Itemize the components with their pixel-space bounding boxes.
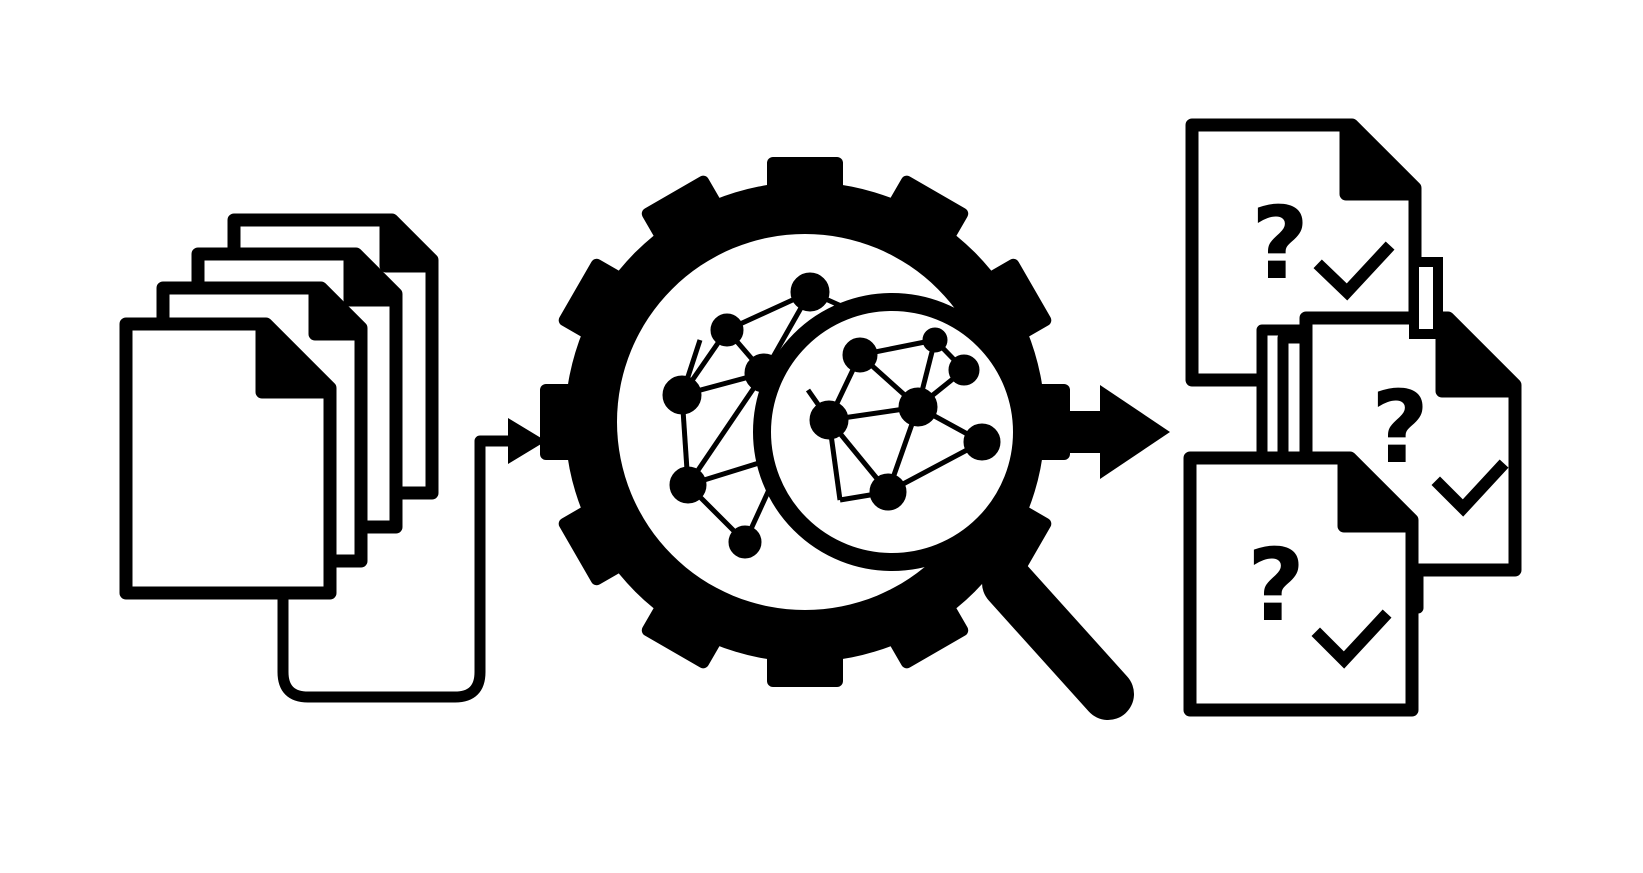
question-mark-icon: ? [1251,185,1309,302]
document-edge [1409,257,1443,339]
lens-network-icon [805,327,1001,511]
checkmark-icon [1431,459,1509,517]
gear-brain-magnifier-icon [540,157,1134,720]
arrow-head-icon [508,418,546,464]
checkmark-icon [1311,609,1392,669]
question-mark-icon: ? [1247,527,1305,644]
question-document: ? [1183,451,1419,717]
connector-arrow [277,418,546,703]
magnifier-icon [753,293,1134,720]
question-mark-icon: ? [1371,369,1429,486]
question-documents-icon: ? ? ? [1183,118,1522,717]
checkmark-icon [1313,241,1395,301]
document-stack-icon [119,213,439,600]
output-arrow-icon [1048,385,1170,479]
